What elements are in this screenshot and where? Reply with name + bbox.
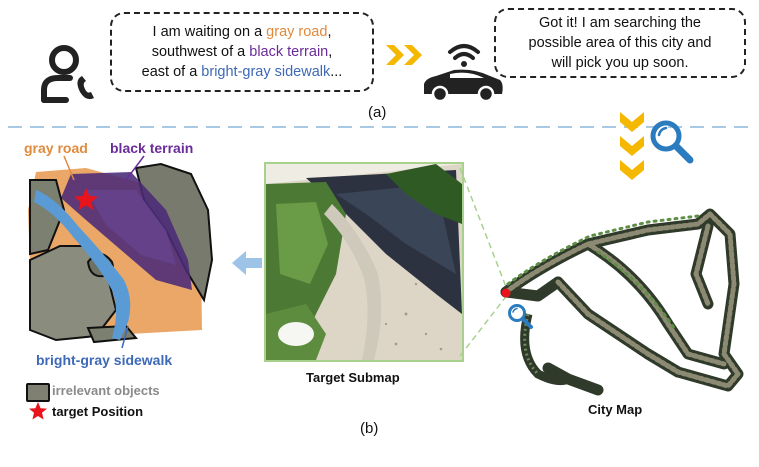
target-submap-pointcloud bbox=[266, 164, 462, 360]
black-terrain-text: black terrain bbox=[249, 44, 329, 60]
legend-irrelevant-label: irrelevant objects bbox=[52, 383, 160, 398]
car-wifi-icon bbox=[424, 44, 503, 102]
magnifier-icon bbox=[650, 120, 694, 164]
chevron-down-arrow-icon bbox=[620, 112, 644, 180]
car-message-text: Got it! I am searching the possible area… bbox=[528, 15, 712, 71]
labeled-submap bbox=[28, 162, 214, 344]
city-map-caption: City Map bbox=[588, 402, 643, 417]
sidewalk-text: bright-gray sidewalk bbox=[201, 64, 331, 80]
left-arrow-icon bbox=[232, 251, 262, 275]
city-map-pointcloud bbox=[500, 208, 744, 396]
panel-a-label: (a) bbox=[368, 104, 387, 121]
gray-road-text: gray road bbox=[266, 24, 328, 40]
gray-road-label: gray road bbox=[24, 140, 88, 156]
sidewalk-label: bright-gray sidewalk bbox=[36, 352, 173, 368]
legend-target-label: target Position bbox=[52, 404, 144, 419]
user-speech-bubble: I am waiting on a gray road, southwest o… bbox=[110, 12, 374, 92]
user-phone-icon bbox=[41, 45, 94, 103]
star-icon bbox=[29, 402, 47, 420]
target-submap-frame bbox=[264, 162, 464, 362]
black-terrain-label: black terrain bbox=[110, 140, 194, 156]
submap-connector-lines bbox=[459, 167, 509, 357]
legend-irrelevant-swatch bbox=[26, 383, 50, 402]
target-submap-caption: Target Submap bbox=[306, 370, 400, 385]
map-label-leaders bbox=[63, 155, 145, 349]
user-message-text: I am waiting on a gray road, southwest o… bbox=[141, 24, 343, 80]
small-magnifier-icon bbox=[508, 304, 533, 329]
car-speech-bubble: Got it! I am searching the possible area… bbox=[494, 8, 746, 78]
chevron-right-arrow-icon bbox=[386, 45, 422, 65]
panel-b-label: (b) bbox=[360, 420, 379, 437]
